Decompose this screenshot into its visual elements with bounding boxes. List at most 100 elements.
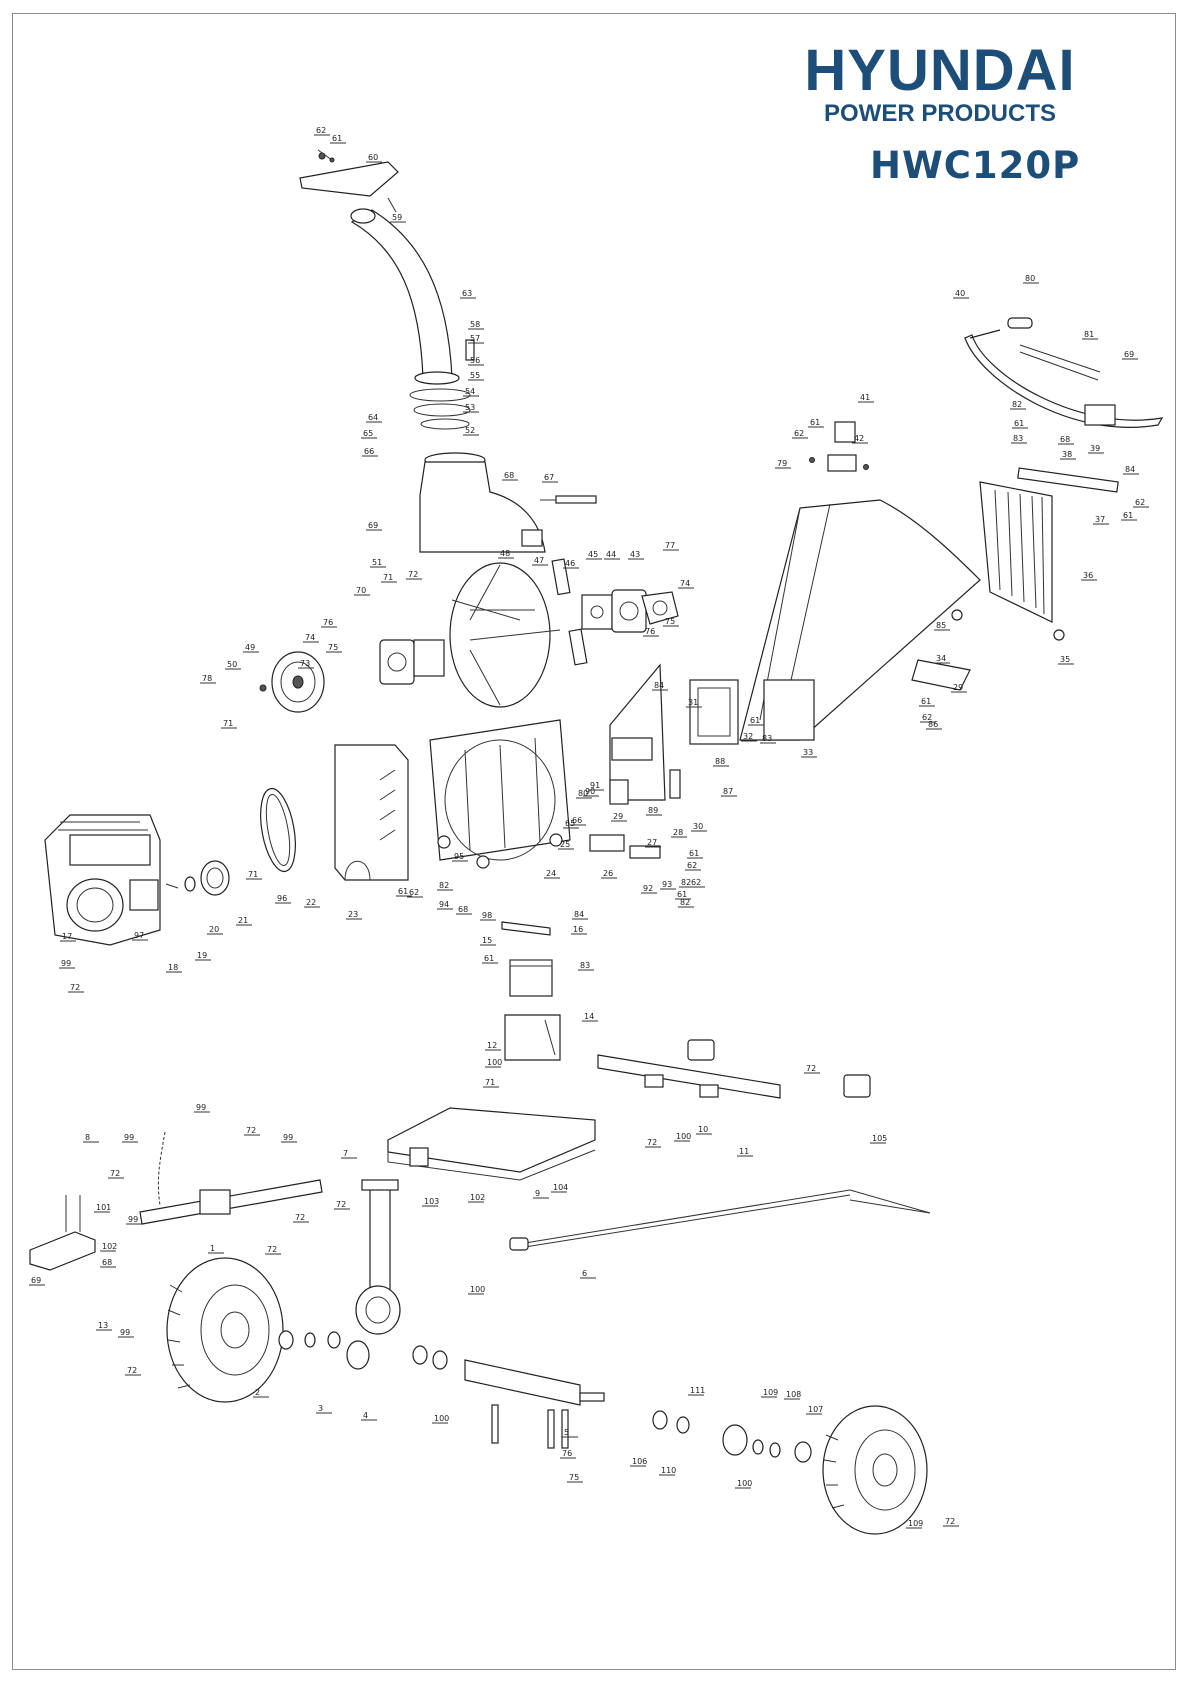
callout-engine-pulley: 97 <box>134 931 144 940</box>
callout-frame: 94 <box>439 900 449 909</box>
callout-frame: 87 <box>723 787 733 796</box>
part-v-belt <box>260 787 296 873</box>
callout-housing: 68 <box>504 471 514 480</box>
callout-jockey: 100 <box>470 1285 485 1294</box>
callout-platform: 103 <box>424 1197 439 1206</box>
part-jockey-wheel <box>355 1179 401 1335</box>
callout-lights: 11 <box>739 1147 749 1156</box>
callout-hopper: 34 <box>936 654 946 663</box>
part-wheel-right <box>652 1405 928 1535</box>
callout-engine-pulley: 71 <box>248 870 258 879</box>
callout-battery-box: 12 <box>487 1041 497 1050</box>
part-engine <box>44 814 161 946</box>
callout-chain: 8 <box>85 1133 90 1142</box>
callout-battery: 15 <box>482 936 492 945</box>
callout-hub-right: 100 <box>737 1479 752 1488</box>
callout-hitch: 68 <box>102 1258 112 1267</box>
callout-frame: 27 <box>647 838 657 847</box>
callout-handle: 82 <box>1012 400 1022 409</box>
callout-lights: 99 <box>196 1103 206 1112</box>
callout-hopper: 61 <box>921 697 931 706</box>
callout-rotor: 44 <box>606 550 616 559</box>
brand-block: HYUNDAI POWER PRODUCTS <box>760 40 1120 128</box>
callout-housing: 67 <box>544 473 554 482</box>
callout-battery: 16 <box>573 925 583 934</box>
callout-frame: 90 <box>585 787 595 796</box>
brand-name: HYUNDAI <box>804 38 1076 103</box>
callout-pulley: 50 <box>227 660 237 669</box>
page-border <box>12 13 1176 1670</box>
callout-engine: 72 <box>70 983 80 992</box>
callout-rotor: 43 <box>630 550 640 559</box>
callout-hitch: 72 <box>295 1213 305 1222</box>
part-rubber-flap <box>979 467 1119 623</box>
callout-drawbar: 7 <box>343 1149 348 1158</box>
callout-hopper: 86 <box>928 720 938 729</box>
callout-flap: 62 <box>1135 498 1145 507</box>
part-handle <box>964 317 1164 428</box>
callout-frame: 24 <box>546 869 556 878</box>
callout-flap: 61 <box>1123 511 1133 520</box>
callout-axle: 76 <box>562 1449 572 1458</box>
callout-battery: 83 <box>580 961 590 970</box>
callout-bearing: 71 <box>383 573 393 582</box>
callout-frame: 61 <box>689 849 699 858</box>
part-main-frame <box>429 719 681 869</box>
callout-hopper: 29 <box>953 683 963 692</box>
callout-engine: 99 <box>61 959 71 968</box>
callout-rotor: 48 <box>500 549 510 558</box>
callout-hub-right: 107 <box>808 1405 823 1414</box>
callout-wheel-left: 72 <box>127 1366 137 1375</box>
callout-rotor: 76 <box>645 627 655 636</box>
callout-frame: 28 <box>673 828 683 837</box>
callout-chute: 65 <box>363 429 373 438</box>
part-rotor-housing <box>419 452 597 553</box>
callout-frame: 65 <box>565 819 575 828</box>
callout-handle: 61 <box>1014 419 1024 428</box>
callout-pulley: 78 <box>202 674 212 683</box>
part-axle <box>464 1359 605 1449</box>
part-safety-chain <box>157 1131 166 1206</box>
callout-lights: 105 <box>872 1134 887 1143</box>
callout-chute: 53 <box>465 403 475 412</box>
callout-hub-left: 3 <box>318 1404 323 1413</box>
callout-battery: 14 <box>584 1012 594 1021</box>
callout-bearing: 73 <box>300 659 310 668</box>
callout-drawbar: 72 <box>110 1169 120 1178</box>
callout-engine-pulley: 21 <box>238 916 248 925</box>
callout-platform: 9 <box>535 1189 540 1198</box>
callout-frame: 66 <box>572 816 582 825</box>
brand-subtitle: POWER PRODUCTS <box>823 100 1056 127</box>
callout-pulley: 71 <box>223 719 233 728</box>
callout-bearing: 76 <box>323 618 333 627</box>
callout-battery-box: 100 <box>487 1058 502 1067</box>
callout-frame: 80 <box>578 789 588 798</box>
part-wiring-harness <box>509 1189 931 1251</box>
part-side-plate <box>609 663 666 801</box>
callout-hub-right: 110 <box>661 1466 676 1475</box>
callout-engine: 17 <box>62 932 72 941</box>
callout-hitch: 1 <box>210 1244 215 1253</box>
callout-frame: 62 <box>691 878 701 887</box>
callout-drawbar: 72 <box>336 1200 346 1209</box>
callout-chute: 66 <box>364 447 374 456</box>
callout-chute: 57 <box>470 334 480 343</box>
callout-frame: 26 <box>603 869 613 878</box>
callout-chute-cap: 59 <box>392 213 402 222</box>
callout-chute: 64 <box>368 413 378 422</box>
callout-frame: 82 <box>681 878 691 887</box>
callout-frame: 30 <box>693 822 703 831</box>
callout-chute-cap: 60 <box>368 153 378 162</box>
callout-hub-left: 4 <box>363 1411 368 1420</box>
callout-lights: 100 <box>676 1132 691 1141</box>
callout-frame: 62 <box>687 861 697 870</box>
callout-chute-cap: 61 <box>332 134 342 143</box>
part-battery <box>501 921 561 1061</box>
callout-wheel-right: 72 <box>945 1517 955 1526</box>
callout-chute: 55 <box>470 371 480 380</box>
callout-engine-pulley: 96 <box>277 894 287 903</box>
callout-hopper: 61 <box>750 716 760 725</box>
callout-chute: 58 <box>470 320 480 329</box>
callout-battery-box: 71 <box>485 1078 495 1087</box>
